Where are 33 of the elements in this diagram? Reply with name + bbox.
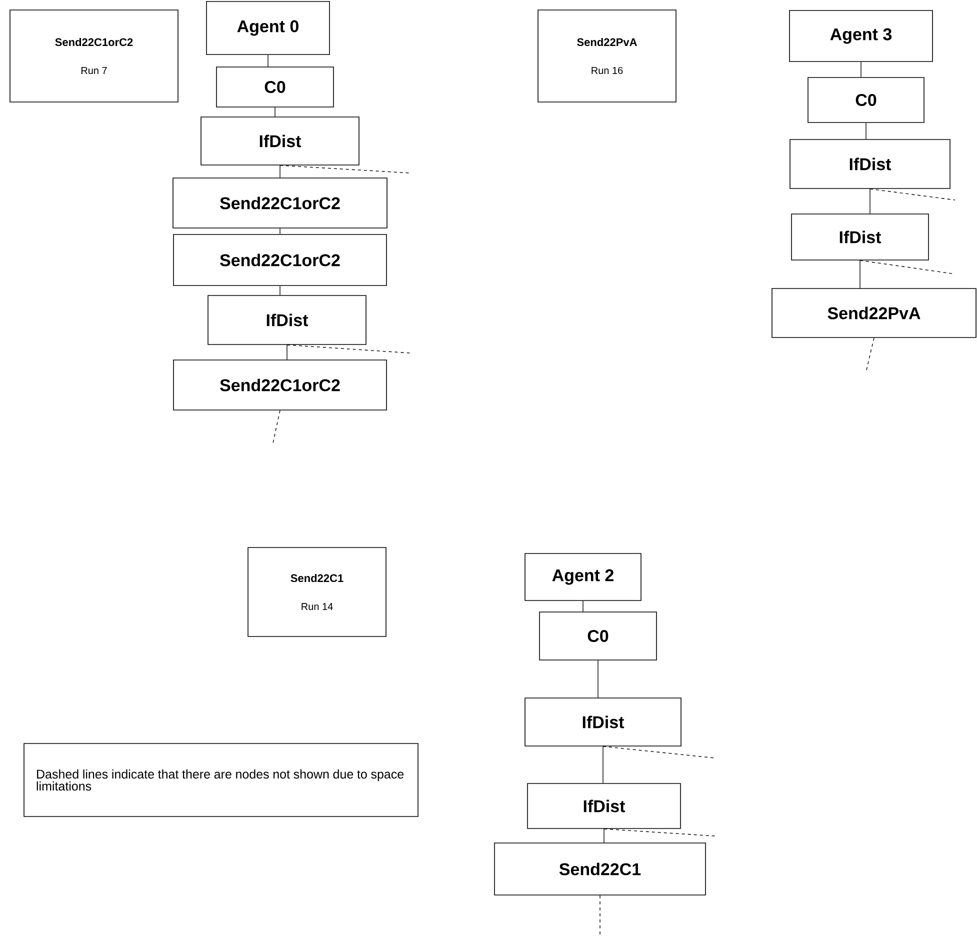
dashed-line <box>866 338 874 372</box>
process-box: Send22C1orC2 <box>173 360 387 410</box>
process-box: Agent 3 <box>789 10 933 62</box>
process-box: Send22PvA <box>772 288 976 338</box>
dashed-line <box>870 188 956 200</box>
connector-line <box>582 600 584 612</box>
connector-line <box>274 107 276 117</box>
process-box: C0 <box>216 66 334 108</box>
process-box: Agent 2 <box>524 553 642 601</box>
info-box: Send22C1 Run 14 <box>248 547 386 637</box>
dashed-line <box>280 165 410 174</box>
note-box: Dashed lines indicate that there are nodes not shown due to space limitations <box>24 743 418 817</box>
process-box: IfDist <box>791 214 929 260</box>
process-box: IfDist <box>527 783 681 829</box>
process-box: IfDist <box>524 698 682 746</box>
dashed-line <box>286 344 410 354</box>
process-box: IfDist <box>200 116 360 166</box>
connector-line <box>286 344 288 360</box>
dashed-line <box>602 746 716 758</box>
process-box: Send22C1orC2 <box>173 234 387 286</box>
process-box: IfDist <box>208 295 366 345</box>
process-box: Agent 0 <box>206 1 330 55</box>
dashed-line <box>272 410 280 444</box>
info-box: Send22C1orC2 Run 7 <box>10 10 178 102</box>
process-box: Send22C1 <box>494 842 706 896</box>
process-box: C0 <box>808 77 924 123</box>
process-box: C0 <box>539 612 657 660</box>
connector-line <box>602 746 604 784</box>
info-box: Send22PvA Run 16 <box>538 10 676 102</box>
process-box: IfDist <box>790 139 950 189</box>
process-box: Send22C1orC2 <box>172 178 388 228</box>
connector-line <box>860 62 862 78</box>
dashed-line <box>604 828 716 836</box>
